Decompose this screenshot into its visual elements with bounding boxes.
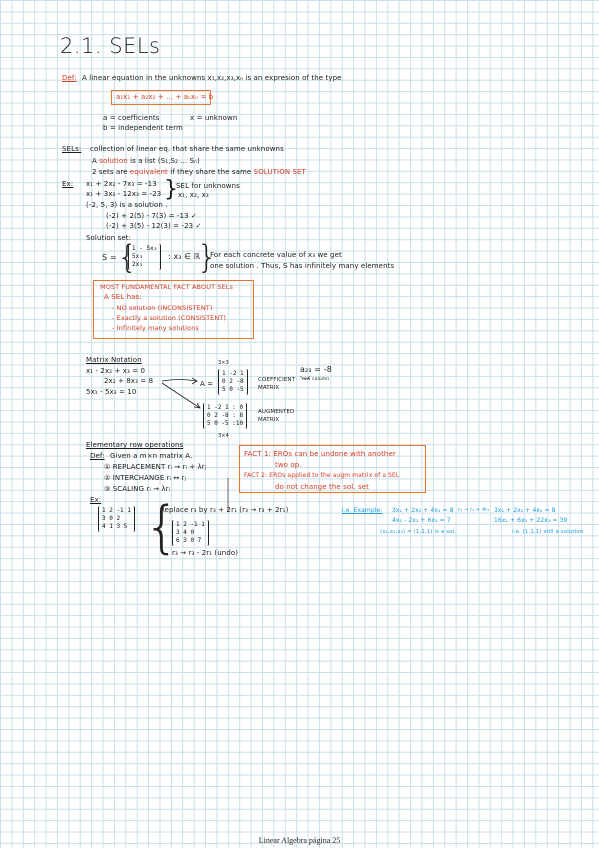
replace-text: Replace r₃ by r₃ + 2r₁ (r₃ → r₃ + 2r₁) — [160, 506, 289, 514]
ex-label: Ex: — [62, 180, 74, 188]
comment2: one solution . Thus, S has infinitely ma… — [210, 262, 395, 270]
def-label: Def: — [62, 74, 77, 82]
def-text: A linear equation in the unknowns x₁,x₂,… — [82, 74, 342, 82]
solution-line: (-2, 5, 3) is a solution . — [86, 201, 168, 209]
set-rhs: : x₃ ∈ ℝ — [168, 252, 201, 261]
matrix-title: Matrix Notation — [86, 356, 142, 364]
dimension-label: 3×4 — [218, 433, 229, 439]
dimension-label: 3×3 — [218, 360, 229, 366]
fact-item: - Exactly a solution (CONSISTENT) — [112, 314, 227, 322]
page-footer: Linear Algebra página 25 — [258, 836, 341, 845]
ex2-eq: 4x₁ - 2x₂ + 6x₃ = 7 — [392, 517, 451, 524]
ero-ex-label: Ex: — [90, 496, 102, 504]
comment1: For each concrete value of x₃ we get — [210, 251, 342, 259]
entry-example: a₂₃ = -8 — [300, 365, 332, 374]
matrix-sys: 2x₂ + 8x₃ = 8 — [104, 377, 154, 385]
ero-fact: two op. — [275, 461, 302, 469]
ex2-label: i.e. Example: — [342, 507, 383, 514]
coefficient-name: MATRIX — [258, 385, 280, 391]
sels-label: SELs: — [62, 145, 82, 153]
fact-title: MOST FUNDAMENTAL FACT ABOUT SELs — [100, 283, 233, 291]
sel-note1: SEL for unknowns — [176, 182, 240, 190]
right-brace-icon: } — [197, 238, 218, 276]
sels-text: collection of linear eq. that share the … — [90, 145, 284, 153]
unknown-note: x = unknown — [190, 114, 238, 122]
ex2-note: i.e. (1,1,1) still a solution — [512, 529, 584, 535]
equivalent-def: 2 sets are equivalent if they share the … — [92, 168, 306, 176]
ex2-eq: 3x₁ + 2x₂ + 4x₃ = 8 — [392, 507, 454, 514]
ero-def-label: Def: — [90, 452, 105, 460]
ero-fact: FACT 1: EROs can be undone with another — [244, 450, 396, 458]
entry-note: row column — [302, 377, 330, 382]
fundamental-fact-box — [93, 280, 254, 339]
check1: (-2) + 2(5) - 7(3) = -13 ✓ — [106, 212, 197, 220]
matrix-sys: x₁ - 2x₂ + x₃ = 0 — [86, 367, 146, 375]
coefficients-note: a = coefficients — [103, 114, 160, 122]
check2: (-2) + 3(5) - 12(3) = -23 ✓ — [106, 222, 202, 230]
undo-text: r₃ → r₃ - 2r₁ (undo) — [172, 549, 239, 557]
matrix-sys: 5x₁ - 5x₃ = 10 — [86, 388, 137, 396]
augmented-name: AUGMENTED — [258, 409, 295, 415]
ero-op: ③ SCALING rᵢ → λrᵢ — [104, 485, 170, 493]
ex2-result: 16x₁ + 6x₂ + 22x₃ = 39 — [494, 517, 568, 524]
ex2-solution: (x₁,x₂,x₃) = (1,1,1) is a sol. — [380, 529, 457, 535]
set-lhs: S = — [102, 253, 117, 262]
ex2-op: r₂ → r₂ + 4r₁ — [458, 507, 490, 513]
ero-fact: FACT 2: EROs applied to the augm matrix … — [244, 472, 400, 479]
page-title: 2.1. SELs — [60, 34, 161, 58]
ero-fact: do not change the sol. set — [275, 483, 369, 491]
independent-note: b = independent term — [103, 124, 183, 132]
solution-set-label: Solution set: — [86, 234, 132, 242]
ero-def-text: Given a m×n matrix A. — [110, 452, 193, 460]
solution-def: A solution is a list (S₁,S₂ ... Sₙ) — [92, 157, 200, 165]
formula: a₁x₁ + a₂x₂ + ... + aₙxₙ = b — [116, 93, 214, 101]
ex-eq2: x₁ + 3x₂ - 12x₃ = -23 — [86, 190, 162, 198]
fact-item: - NO solution (INCONSISTENT) — [112, 304, 213, 312]
ero-title: Elementary row operations — [86, 441, 184, 449]
a-label: A = — [200, 380, 214, 388]
ex-eq1: x₁ + 2x₂ - 7x₃ = -13 — [86, 180, 157, 188]
fact-item: - Infinitely many solutions — [112, 324, 199, 332]
ero-facts-box — [239, 445, 426, 493]
sel-note2: x₁, x₂, x₃ — [178, 191, 209, 199]
brace-icon: { — [144, 495, 180, 560]
coefficient-name: COEFFICIENT — [258, 377, 296, 383]
formula-box — [111, 90, 211, 105]
ero-op: ② INTERCHANGE rᵢ ↔ rⱼ — [104, 474, 186, 482]
left-brace-icon: { — [117, 238, 138, 276]
ero-op: ① REPLACEMENT rᵢ → rᵢ + λrⱼ — [104, 463, 207, 471]
ex2-result: 3x₁ + 2x₂ + 4x₃ = 8 — [494, 507, 556, 514]
fact-has: A SEL has: — [104, 293, 142, 301]
augmented-name: MATRIX — [258, 417, 280, 423]
brace-icon: } — [164, 177, 178, 202]
